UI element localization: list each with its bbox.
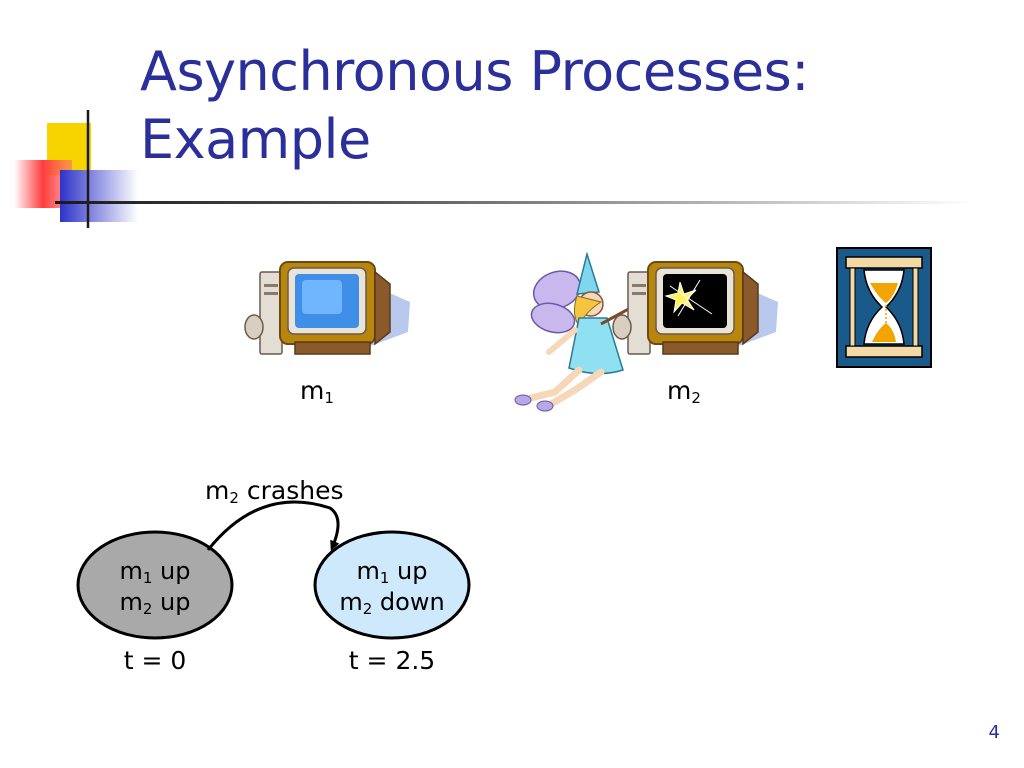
state-1-time: t = 2.5 [348, 646, 436, 675]
hourglass-icon [836, 247, 932, 368]
state-0-ellipse [76, 530, 234, 640]
state-1-line-2: m2 down [339, 588, 445, 618]
slide-title: Asynchronous Processes: Example [140, 38, 980, 174]
crashed-computer-icon [612, 261, 778, 355]
page-number: 4 [988, 722, 1000, 743]
computer-icon [244, 261, 410, 355]
state-0-line-1: m1 up [119, 557, 191, 587]
fairy-icon [514, 252, 645, 412]
state-0-time: t = 0 [123, 646, 187, 675]
state-1-ellipse [313, 530, 471, 640]
state-diagram [76, 500, 471, 640]
transition-label: m2 crashes [205, 476, 344, 507]
state-0-line-2: m2 up [119, 588, 191, 618]
title-underline [55, 201, 975, 204]
slide-title-line-2: Example [140, 108, 371, 171]
state-1-line-1: m1 up [356, 557, 428, 587]
decorative-squares [14, 110, 138, 228]
machine-label-m1: m1 [300, 376, 334, 407]
state-0-text: m1 up m2 up [80, 556, 230, 618]
slide-title-line-1: Asynchronous Processes: [140, 40, 809, 103]
machine-label-m2: m2 [667, 376, 701, 407]
state-1-text: m1 up m2 down [317, 556, 467, 618]
crash-transition-arrow [206, 500, 340, 551]
